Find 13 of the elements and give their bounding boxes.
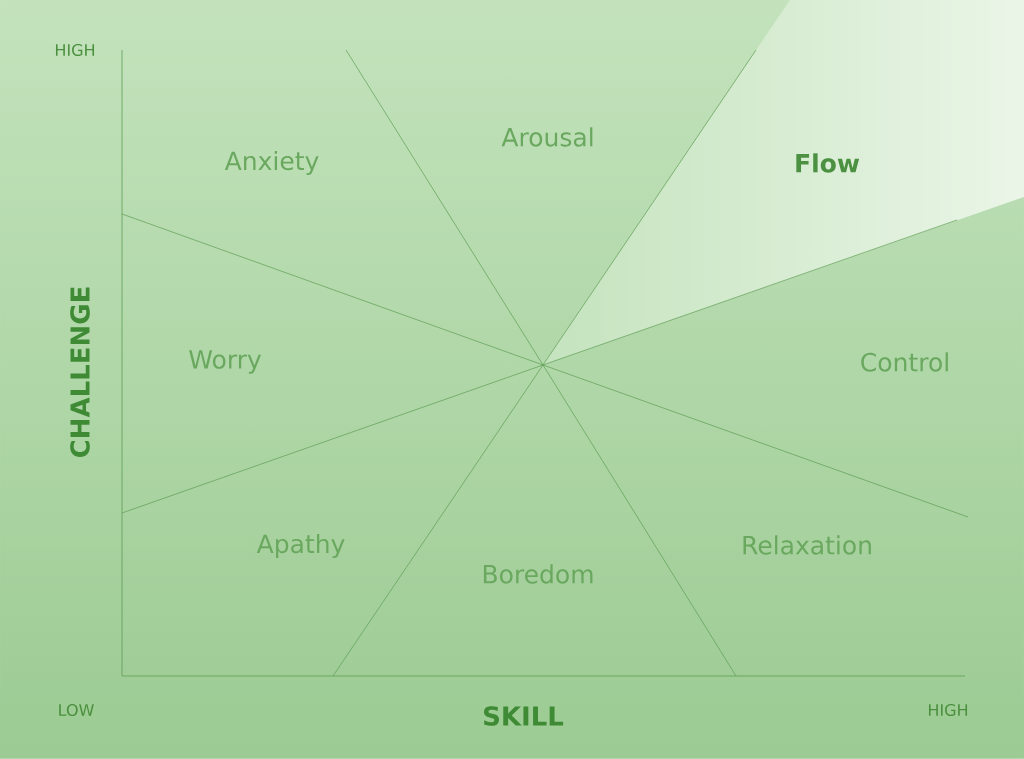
axis-title: SKILL xyxy=(484,706,564,726)
axis-end-label: HIGH xyxy=(929,703,968,717)
region-label: Control xyxy=(861,352,948,372)
region-label: Relaxation xyxy=(743,535,871,555)
axis-end-label: HIGH xyxy=(56,43,95,57)
region-label: Worry xyxy=(189,350,261,374)
region-label: Flow xyxy=(796,153,860,173)
region-label: Arousal xyxy=(501,127,593,147)
region-label: Anxiety xyxy=(224,150,319,176)
axis-title: CHALLENGE xyxy=(70,287,90,458)
axis-end-label: LOW xyxy=(59,703,94,717)
region-label: Apathy xyxy=(256,533,345,559)
region-label: Boredom xyxy=(483,564,593,584)
